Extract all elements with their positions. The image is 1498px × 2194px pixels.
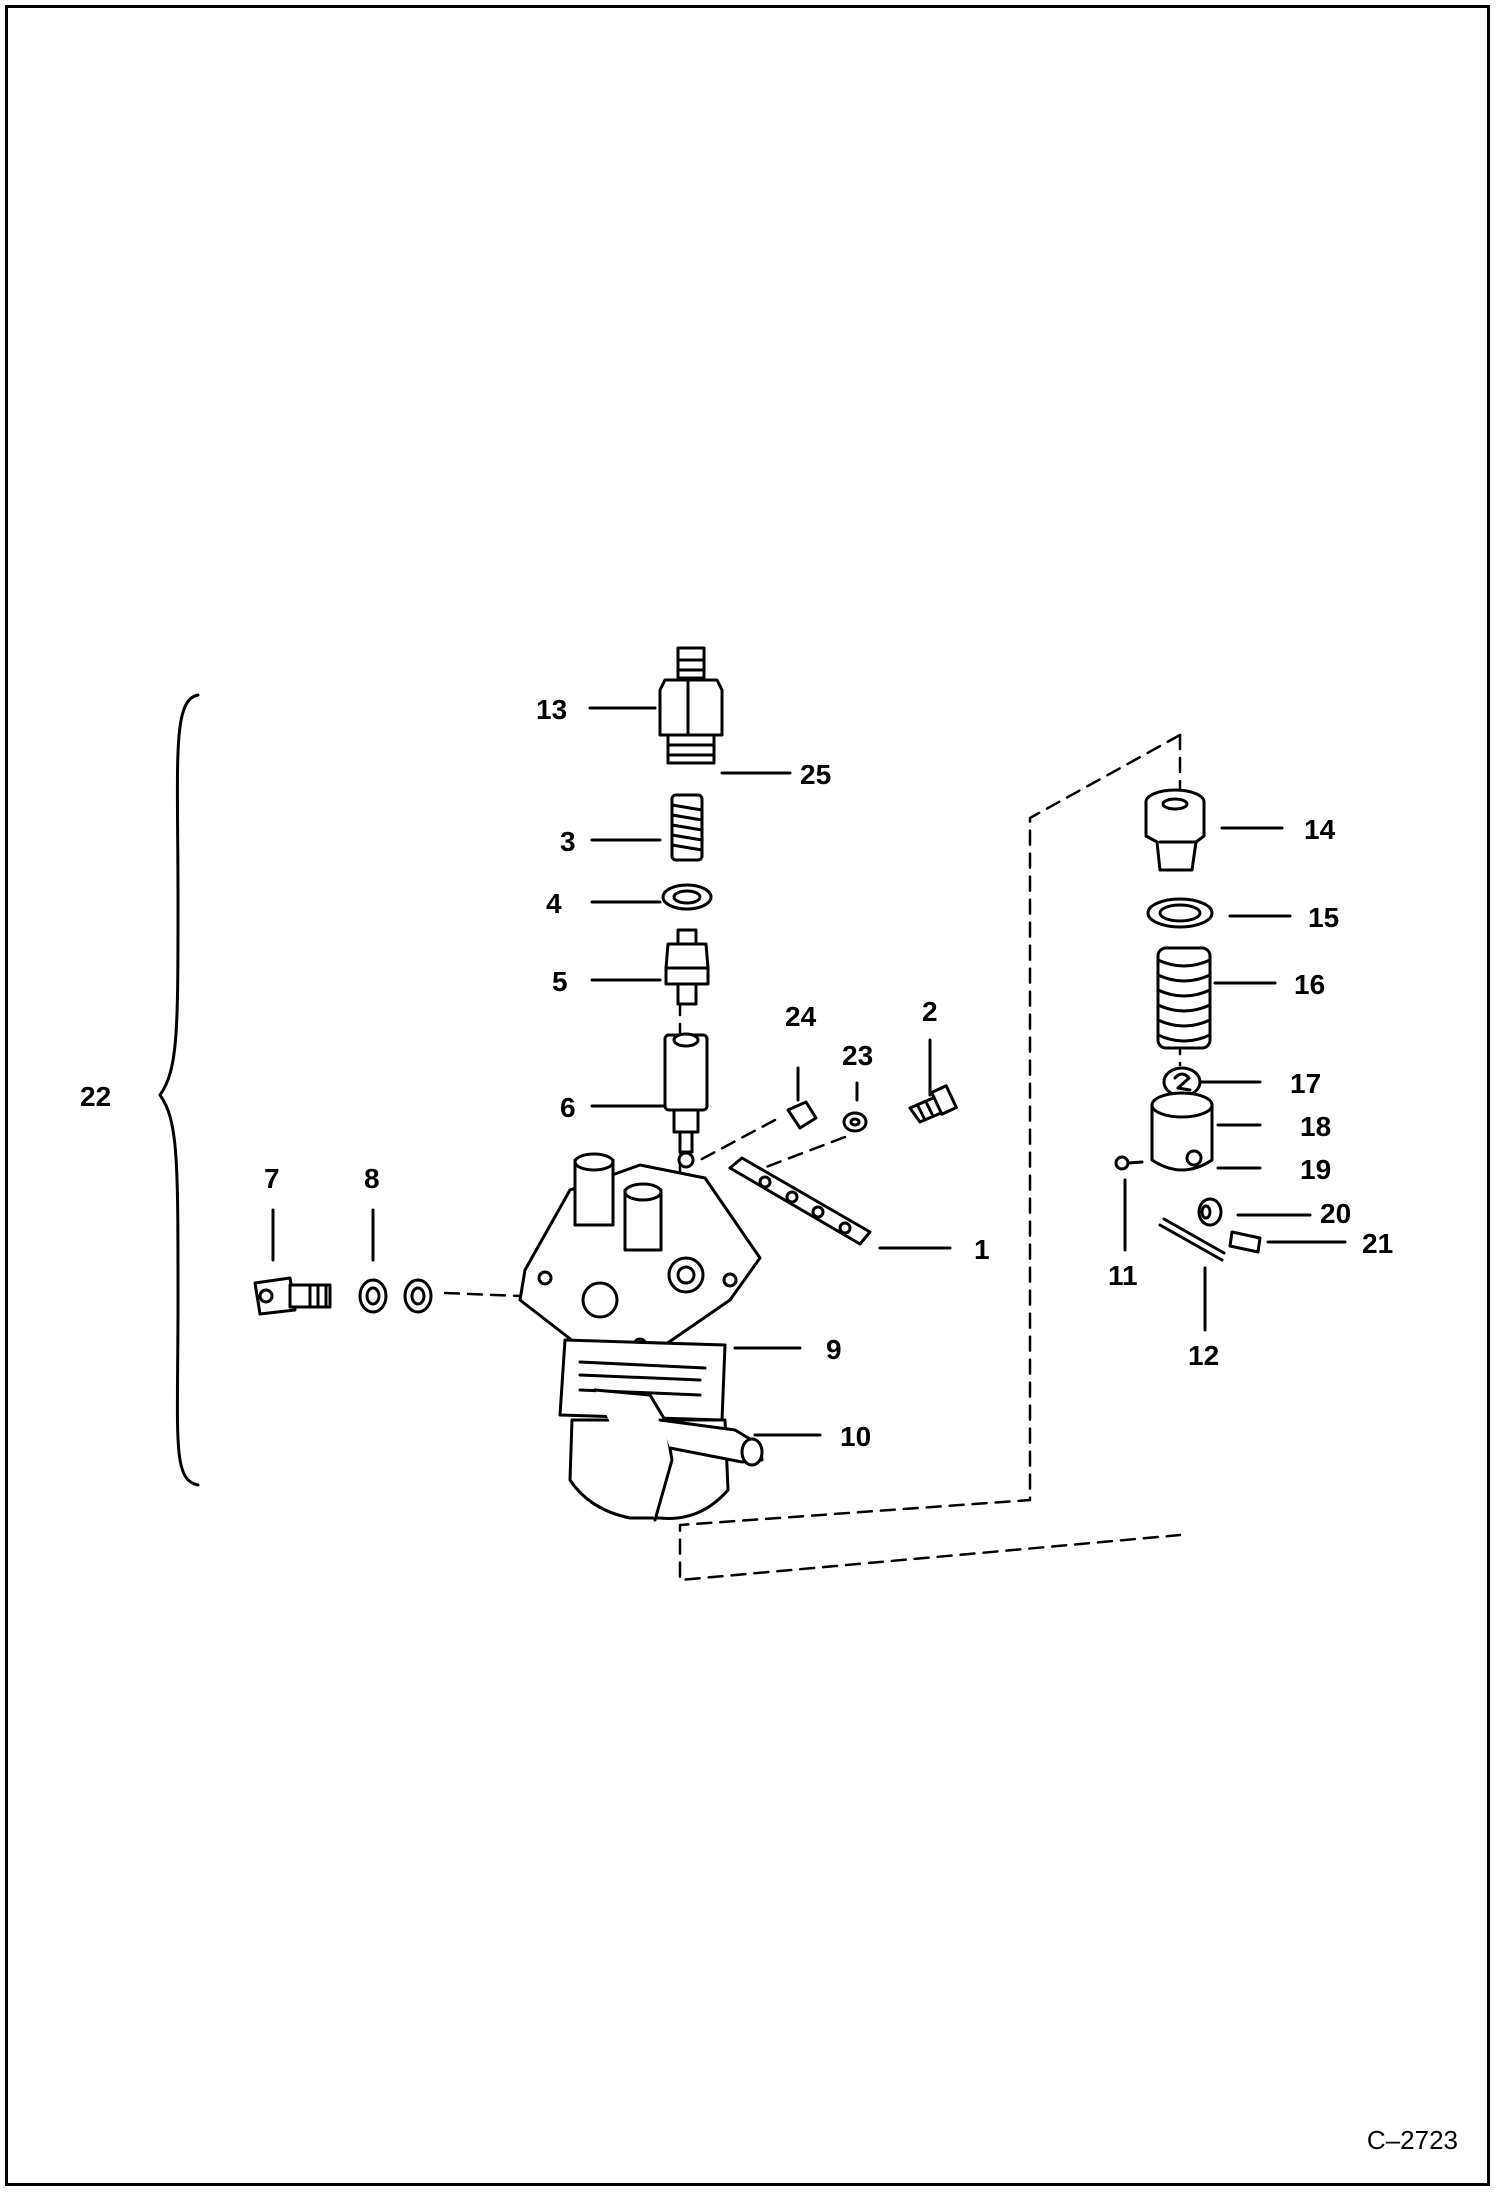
part-3-spring [670, 793, 704, 862]
part-12-rod [1158, 1217, 1226, 1262]
callout-6: 6 [560, 1092, 576, 1123]
part-24-plug [786, 1100, 818, 1130]
part-6-plunger [663, 1032, 709, 1169]
part-20-collar [1197, 1197, 1223, 1227]
dashed-assembly-lines [443, 733, 1182, 1582]
part-9-pump-body [518, 1152, 764, 1522]
part-14-cap [1144, 788, 1206, 872]
callout-2: 2 [922, 996, 938, 1027]
part-4-washer [661, 883, 713, 911]
callout-8: 8 [364, 1163, 380, 1194]
callout-18: 18 [1300, 1111, 1332, 1142]
callout-13: 13 [536, 694, 568, 725]
callout-21: 21 [1362, 1228, 1394, 1259]
part-7-bolt [253, 1276, 332, 1316]
part-11-screw [1114, 1155, 1144, 1171]
part-18-body [1150, 1066, 1214, 1172]
callout-25: 25 [800, 759, 832, 790]
callout-1: 1 [974, 1234, 990, 1265]
part-2-screw [908, 1084, 958, 1124]
figure-code: C–2723 [1366, 2125, 1458, 2155]
callout-5: 5 [552, 966, 568, 997]
callout-9: 9 [826, 1334, 842, 1365]
callout-4: 4 [546, 888, 562, 919]
assembly-brace [158, 693, 200, 1487]
part-15-gasket [1146, 897, 1214, 929]
callout-12: 12 [1188, 1340, 1220, 1371]
callout-11: 11 [1108, 1260, 1138, 1291]
callout-23: 23 [842, 1040, 874, 1071]
drawing-border [5, 5, 1490, 2186]
callout-14: 14 [1304, 814, 1336, 845]
callout-20: 20 [1320, 1198, 1352, 1229]
part-21-pin [1228, 1230, 1262, 1254]
part-1-plate [728, 1156, 872, 1246]
leader-lines [271, 706, 1347, 1437]
part-23-washer [842, 1111, 868, 1133]
callout-22: 22 [80, 1081, 112, 1112]
callout-17: 17 [1290, 1068, 1322, 1099]
callout-24: 24 [785, 1001, 817, 1032]
callout-15: 15 [1308, 902, 1340, 933]
callout-7: 7 [264, 1163, 280, 1194]
callout-10: 10 [840, 1421, 872, 1452]
callout-3: 3 [560, 826, 576, 857]
part-5-valve [664, 928, 710, 1006]
part-8-washers [358, 1278, 433, 1314]
callout-16: 16 [1294, 969, 1326, 1000]
callout-19: 19 [1300, 1154, 1332, 1185]
part-16-spring [1156, 946, 1212, 1050]
part-13-fitting [658, 646, 724, 765]
